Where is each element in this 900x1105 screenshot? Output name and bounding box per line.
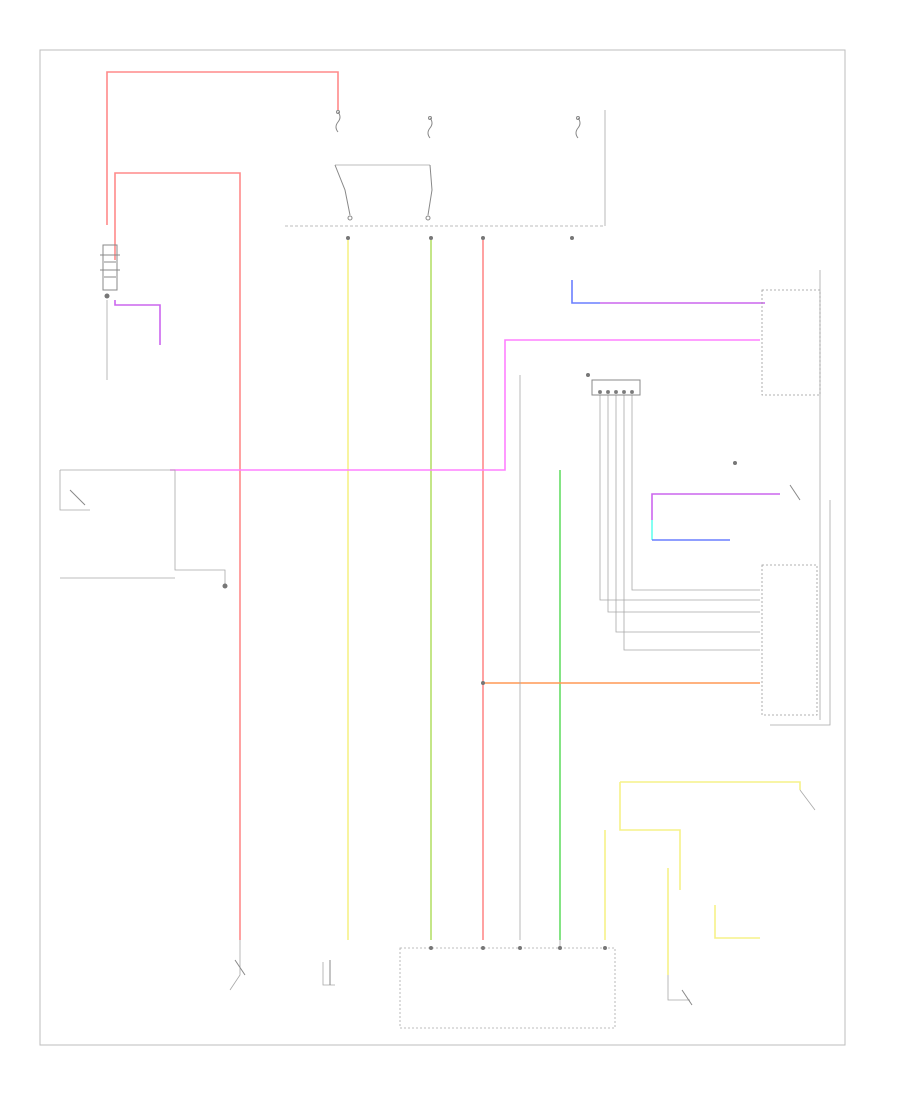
right-module-frame <box>761 289 821 716</box>
wire-gray-bundle-2 <box>607 395 760 613</box>
wire-gray-switch-frame <box>59 470 90 511</box>
wire-gray-bundle-3 <box>615 395 760 633</box>
wire-yellow-lower-4 <box>714 905 760 939</box>
wire-violet-right <box>651 493 780 520</box>
fuse-symbols <box>335 110 581 139</box>
wire-group-gray <box>59 110 831 1029</box>
wire-yellow-lower-2 <box>619 782 681 890</box>
wire-gray-trs <box>667 975 690 1001</box>
wire-red-battery-to-fuse <box>106 71 339 225</box>
relay-symbols <box>334 164 433 221</box>
wire-gray-sw-bottom <box>229 940 241 991</box>
wire-gray-clutch <box>799 789 816 811</box>
switch-symbols <box>69 484 801 1006</box>
pcm-box <box>399 947 616 1029</box>
module-connector <box>591 379 641 396</box>
wire-pink-horizontal <box>170 339 760 471</box>
wire-gray-bundle-5 <box>631 395 760 591</box>
wire-violet-battery-ground <box>114 300 161 345</box>
wire-gray-switch-frame-2 <box>60 469 226 585</box>
wire-blue-to-module <box>571 280 600 304</box>
wire-gray-bundle-1 <box>599 395 760 601</box>
diagram-frame <box>39 49 846 1046</box>
battery-symbol <box>100 244 120 291</box>
wire-yellow-lower-1 <box>620 781 801 790</box>
connector-dots <box>104 236 737 685</box>
wire-gray-stop-sw <box>322 962 335 986</box>
wire-group-colored <box>106 71 801 975</box>
wire-gray-bundle-4 <box>623 395 760 651</box>
pcm-pins <box>429 946 607 950</box>
wire-red-battery-to-brake-switch <box>114 172 241 940</box>
wire-gray-right-module-frame-2 <box>770 500 831 726</box>
